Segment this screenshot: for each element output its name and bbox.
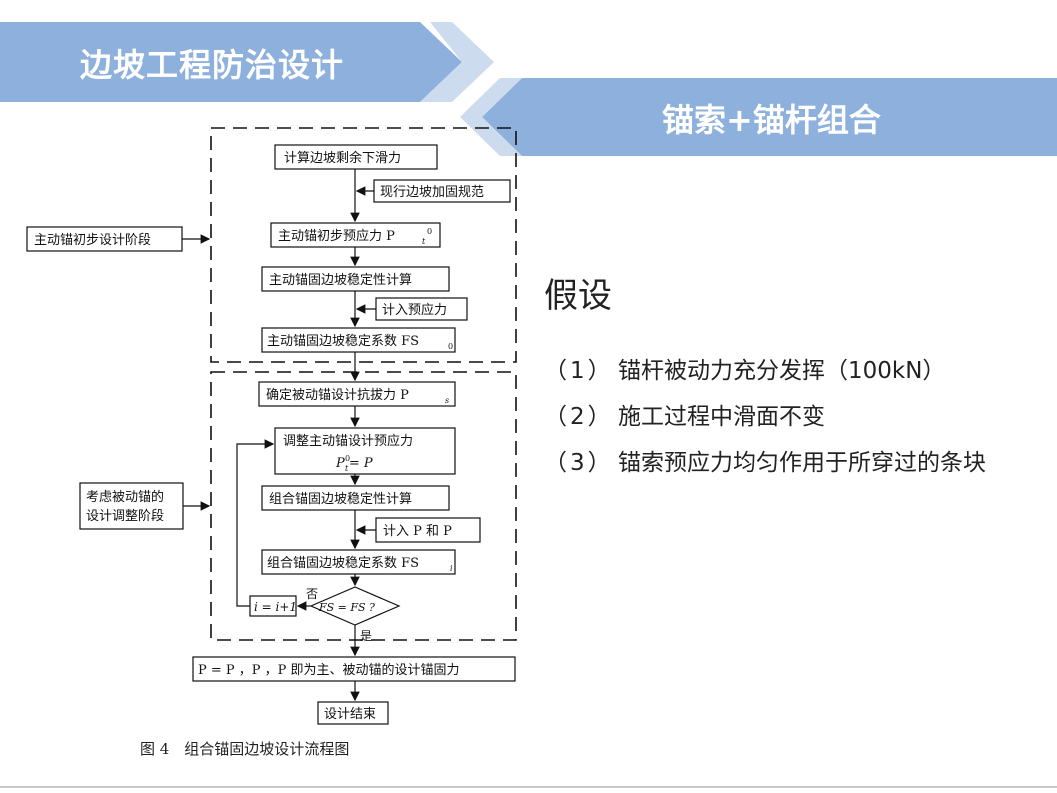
box-combo-stability bbox=[261, 485, 450, 511]
svg-text:s: s bbox=[445, 396, 449, 405]
assumption-text-2: 施工过程中滑面不变 bbox=[618, 404, 825, 430]
decision-text: FS = FS ? bbox=[318, 601, 375, 614]
box-adjust bbox=[274, 427, 456, 475]
banner-left-shape bbox=[0, 22, 462, 102]
box-combo-fs bbox=[261, 549, 456, 575]
box-result bbox=[192, 656, 516, 682]
stage2-frame bbox=[210, 371, 517, 641]
box-combo-fs-text: 组合锚固边坡稳定系数 FS bbox=[267, 555, 419, 571]
box-calc-force bbox=[274, 144, 438, 170]
box-end-text: 设计结束 bbox=[324, 707, 376, 722]
box-add-pp-text: 计入 P 和 P bbox=[383, 524, 452, 539]
assumption-item-2: （2） 施工过程中滑面不变 bbox=[544, 394, 1034, 440]
box-add-prestress-text: 计入预应力 bbox=[382, 302, 447, 318]
loop-back-arrow bbox=[236, 439, 275, 607]
box-add-pp bbox=[375, 517, 481, 543]
assumption-item-1: （1） 锚杆被动力充分发挥（100kN） bbox=[544, 348, 1034, 394]
svg-text:i: i bbox=[450, 564, 453, 573]
svg-text:t: t bbox=[422, 237, 426, 246]
stage2-label-1: 考虑被动锚的 bbox=[86, 489, 164, 505]
box-passive-force-text: 确定被动锚设计抗拔力 P bbox=[266, 388, 409, 403]
banner-right-shape bbox=[482, 78, 1057, 156]
box-active-fs-text: 主动锚固边坡稳定系数 FS bbox=[267, 333, 419, 349]
assumptions-list: （1） 锚杆被动力充分发挥（100kN） （2） 施工过程中滑面不变 （3） 锚… bbox=[544, 348, 1034, 486]
box-adjust-text-1: 调整主动锚设计预应力 bbox=[283, 433, 413, 449]
assumption-num-2: （2） bbox=[544, 404, 614, 430]
box-result-text: P = P ，P ，P 即为主、被动锚的设计锚固力 bbox=[198, 662, 460, 678]
figure-caption: 图 4 组合锚固边坡设计流程图 bbox=[140, 740, 350, 758]
box-prestress-text: 主动锚初步预应力 P bbox=[278, 228, 395, 244]
header-banner bbox=[0, 22, 1057, 156]
page-subtitle: 锚索+锚杆组合 bbox=[662, 101, 881, 139]
stage1-label: 主动锚初步设计阶段 bbox=[34, 233, 151, 248]
banner-right-edge bbox=[460, 78, 522, 156]
box-active-stability-text: 主动锚固边坡稳定性计算 bbox=[269, 272, 412, 288]
assumption-text-1: 锚杆被动力充分发挥（100kN） bbox=[618, 358, 946, 384]
flowchart: 主动锚初步设计阶段 考虑被动锚的 设计调整阶段 计算边坡剩余下滑力 现行边坡加固… bbox=[26, 127, 517, 725]
box-code-text: 现行边坡加固规范 bbox=[380, 185, 484, 200]
box-calc-force-text: 计算边坡剩余下滑力 bbox=[284, 150, 401, 166]
page-title: 边坡工程防治设计 bbox=[80, 46, 345, 84]
svg-text:0: 0 bbox=[448, 342, 453, 351]
svg-text:0: 0 bbox=[345, 454, 350, 463]
svg-text:0: 0 bbox=[427, 227, 432, 236]
assumption-num-1: （1） bbox=[544, 358, 614, 384]
bottom-divider bbox=[0, 786, 1057, 788]
assumptions-title: 假设 bbox=[544, 276, 612, 316]
box-adjust-text-2: P = P bbox=[335, 456, 373, 471]
box-loop-text: i = i+1 bbox=[254, 600, 297, 614]
stage2-label-box bbox=[79, 482, 184, 530]
assumption-text-3: 锚索预应力均匀作用于所穿过的条块 bbox=[618, 450, 986, 476]
assumption-num-3: （3） bbox=[544, 450, 614, 476]
box-end bbox=[317, 701, 389, 725]
banner-left-edge bbox=[0, 22, 494, 102]
box-prestress bbox=[270, 222, 441, 248]
box-active-fs bbox=[261, 327, 456, 353]
label-yes: 是 bbox=[360, 629, 372, 643]
box-add-prestress bbox=[375, 297, 468, 321]
box-combo-stability-text: 组合锚固边坡稳定性计算 bbox=[269, 491, 412, 507]
assumption-item-3: （3） 锚索预应力均匀作用于所穿过的条块 bbox=[544, 440, 1034, 486]
stage2-label-2: 设计调整阶段 bbox=[86, 509, 164, 524]
svg-text:t: t bbox=[345, 464, 349, 473]
box-code bbox=[373, 179, 511, 203]
label-no: 否 bbox=[306, 587, 318, 601]
stage1-frame bbox=[210, 127, 517, 363]
box-passive-force bbox=[258, 381, 456, 407]
